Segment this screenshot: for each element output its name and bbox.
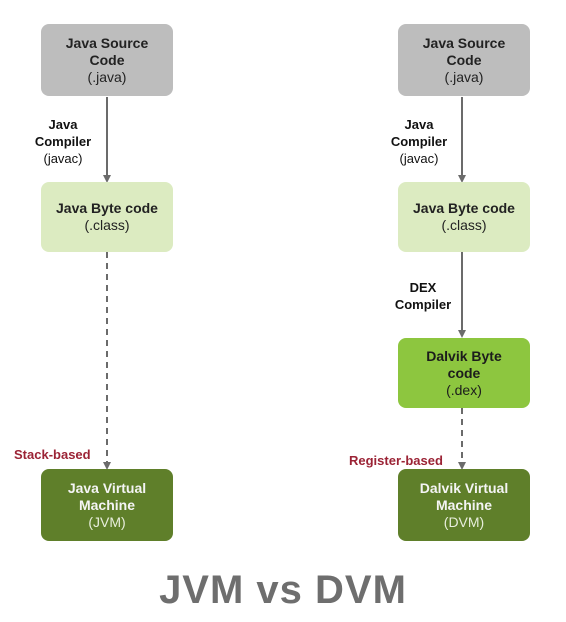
right-java-bytecode-title: Java Byte code [413, 200, 515, 216]
right-dvm-title: Dalvik Virtual Machine [419, 479, 509, 513]
right-dvm-abbrev: (DVM) [443, 513, 485, 530]
right-dalvik-bytecode-ext: (.dex) [446, 381, 482, 398]
diagram-title: JVM vs DVM [159, 568, 407, 612]
right-java-compiler-label: Java Compiler (javac) [384, 116, 454, 167]
right-dex-line1: DEX [409, 280, 437, 295]
left-java-source-ext: (.java) [87, 68, 127, 85]
left-java-bytecode-title: Java Byte code [56, 200, 158, 216]
right-dvm-box: Dalvik Virtual Machine (DVM) [398, 469, 530, 541]
right-dalvik-bytecode-box: Dalvik Byte code (.dex) [398, 338, 530, 408]
right-java-source-ext: (.java) [444, 68, 484, 85]
right-dex-compiler-label: DEX Compiler [388, 279, 458, 313]
left-java-source-title: Java Source Code [65, 34, 149, 68]
left-jvm-box: Java Virtual Machine (JVM) [41, 469, 173, 541]
right-compiler-line1: Java [404, 117, 434, 132]
left-stack-based-tag: Stack-based [14, 447, 91, 462]
right-compiler-line2: Compiler [390, 134, 448, 149]
right-java-bytecode-box: Java Byte code (.class) [398, 182, 530, 252]
right-dex-line2: Compiler [394, 297, 452, 312]
left-java-bytecode-box: Java Byte code (.class) [41, 182, 173, 252]
left-java-source-box: Java Source Code (.java) [41, 24, 173, 96]
left-java-compiler-label: Java Compiler (javac) [28, 116, 98, 167]
left-java-bytecode-ext: (.class) [84, 217, 130, 233]
left-jvm-title: Java Virtual Machine [67, 479, 147, 513]
right-register-based-tag: Register-based [349, 453, 443, 468]
right-java-bytecode-ext: (.class) [441, 217, 487, 233]
left-compiler-line3: (javac) [43, 151, 83, 166]
right-java-source-title: Java Source Code [422, 34, 506, 68]
right-dalvik-bytecode-title: Dalvik Byte code [426, 347, 502, 381]
left-jvm-abbrev: (JVM) [88, 513, 126, 530]
right-compiler-line3: (javac) [399, 151, 439, 166]
left-compiler-line1: Java [48, 117, 78, 132]
left-compiler-line2: Compiler [34, 134, 92, 149]
right-java-source-box: Java Source Code (.java) [398, 24, 530, 96]
